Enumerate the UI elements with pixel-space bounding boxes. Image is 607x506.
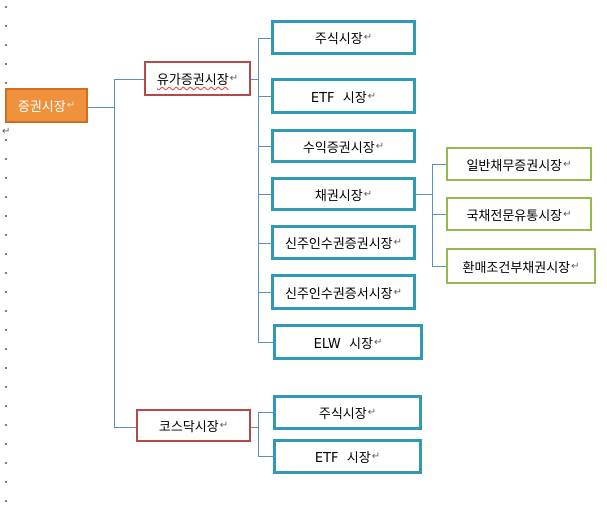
node-label: 주식시장 [318,407,367,422]
node-stock-market[interactable]: 주식시장↵ [271,20,416,55]
ruler-tick [5,481,7,483]
ruler-tick [5,424,7,426]
node-root[interactable]: 증권시장↵ [5,88,88,123]
node-warrant-certificate-market[interactable]: 신주인수권증서시장↵ [271,274,416,310]
ruler-tick [5,500,7,502]
connector-trunk [114,79,115,427]
ruler-tick [5,367,7,369]
connector-branch1-spine [258,38,259,343]
ruler-tick [5,405,7,407]
node-warrant-securities-market[interactable]: 신주인수권증권시장↵ [271,225,416,260]
ruler-tick [5,234,7,236]
node-label: ETF 시장 [314,451,371,466]
paragraph-mark: ↵ [66,100,76,111]
ruler-tick [5,177,7,179]
ruler-tick [5,215,7,217]
connector-branch2-child2 [258,456,273,457]
paragraph-mark: ↵ [563,158,572,170]
ruler-tick [5,44,7,46]
node-label: ELW 시장 [313,336,373,352]
node-root-label: 증권시장 [17,100,66,115]
ruler-tick [5,63,7,65]
connector-branch1-child2 [258,96,271,97]
connector-bond-child2 [432,214,446,215]
connector-trunk-to-branch1 [114,79,144,80]
connector-branch1-child7 [258,342,273,343]
paragraph-mark: ↵ [371,451,381,462]
connector-branch1-child6 [258,292,271,293]
ruler-tick [5,139,7,141]
node-branch-kosdaq[interactable]: 코스닥시장↵ [136,409,251,442]
connector-trunk-to-branch2 [114,427,136,428]
ruler-tick [5,272,7,274]
ruler-tick [5,443,7,445]
paragraph-mark: ↵ [367,407,377,418]
paragraph-mark: ↵ [393,237,403,248]
connector-branch1-child1 [258,38,271,39]
paragraph-mark: ↵ [363,32,373,43]
node-branch-securities[interactable]: 유가증권시장↵ [144,61,251,96]
connector-root-to-trunk [87,107,115,108]
ruler-tick [5,253,7,255]
node-repo-market[interactable]: 환매조건부채권시장↵ [446,248,596,284]
connector-branch2-spine [258,412,259,457]
node-kosdaq-stock-market[interactable]: 주식시장↵ [273,395,422,430]
node-label: ETF 시장 [310,90,367,106]
paragraph-mark: ↵ [2,126,11,137]
ruler-tick [5,310,7,312]
paragraph-mark: ↵ [375,140,385,152]
node-label: 주식시장 [314,32,363,47]
ruler-tick [5,82,7,84]
node-branch-kosdaq-label: 코스닥시장 [158,420,219,435]
node-label: 일반채무증권시장 [466,158,563,174]
paragraph-mark: ↵ [393,286,403,298]
node-general-debt-securities-market[interactable]: 일반채무증권시장↵ [446,147,592,181]
connector-branch2-child1 [258,412,273,413]
connector-branch1-child5 [258,243,271,244]
paragraph-mark: ↵ [367,90,377,102]
ruler-tick [5,329,7,331]
paragraph-mark: ↵ [571,260,580,272]
node-beneficiary-certificate-market[interactable]: 수익증권시장↵ [271,129,416,163]
connector-bond-child1 [432,164,446,165]
paragraph-mark: ↵ [219,420,229,431]
connector-bond-child3 [432,266,446,267]
node-bond-market[interactable]: 채권시장↵ [271,177,416,211]
node-label: 채권시장 [314,188,363,204]
ruler-tick [5,196,7,198]
ruler-tick [5,25,7,27]
node-label: 신주인수권증권시장 [284,237,393,252]
connector-branch1-out [251,79,258,80]
paragraph-mark: ↵ [229,73,239,84]
ruler-tick [5,348,7,350]
ruler-tick [5,6,7,8]
connector-bond-spine [432,164,433,267]
connector-branch2-out [251,427,258,428]
paragraph-mark: ↵ [563,208,572,220]
connector-branch1-child3 [258,146,271,147]
paragraph-mark: ↵ [363,188,373,200]
margin-ruler [0,0,14,506]
node-etf-market[interactable]: ETF 시장↵ [271,78,416,114]
node-label: 환매조건부채권시장 [462,260,571,276]
node-government-bond-market[interactable]: 국채전문유통시장↵ [446,197,592,231]
node-kosdaq-etf-market[interactable]: ETF 시장↵ [273,439,422,474]
connector-branch1-child4 [258,194,271,195]
node-label: 신주인수권증서시장 [284,286,393,302]
paragraph-mark: ↵ [373,336,383,348]
node-label: 국채전문유통시장 [466,208,563,224]
ruler-tick [5,386,7,388]
ruler-tick [5,158,7,160]
node-elw-market[interactable]: ELW 시장↵ [273,324,423,360]
node-branch-securities-label: 유가증권시장 [156,73,229,88]
ruler-tick [5,462,7,464]
ruler-tick [5,291,7,293]
connector-bond-out [415,194,433,195]
node-label: 수익증권시장 [302,140,375,156]
